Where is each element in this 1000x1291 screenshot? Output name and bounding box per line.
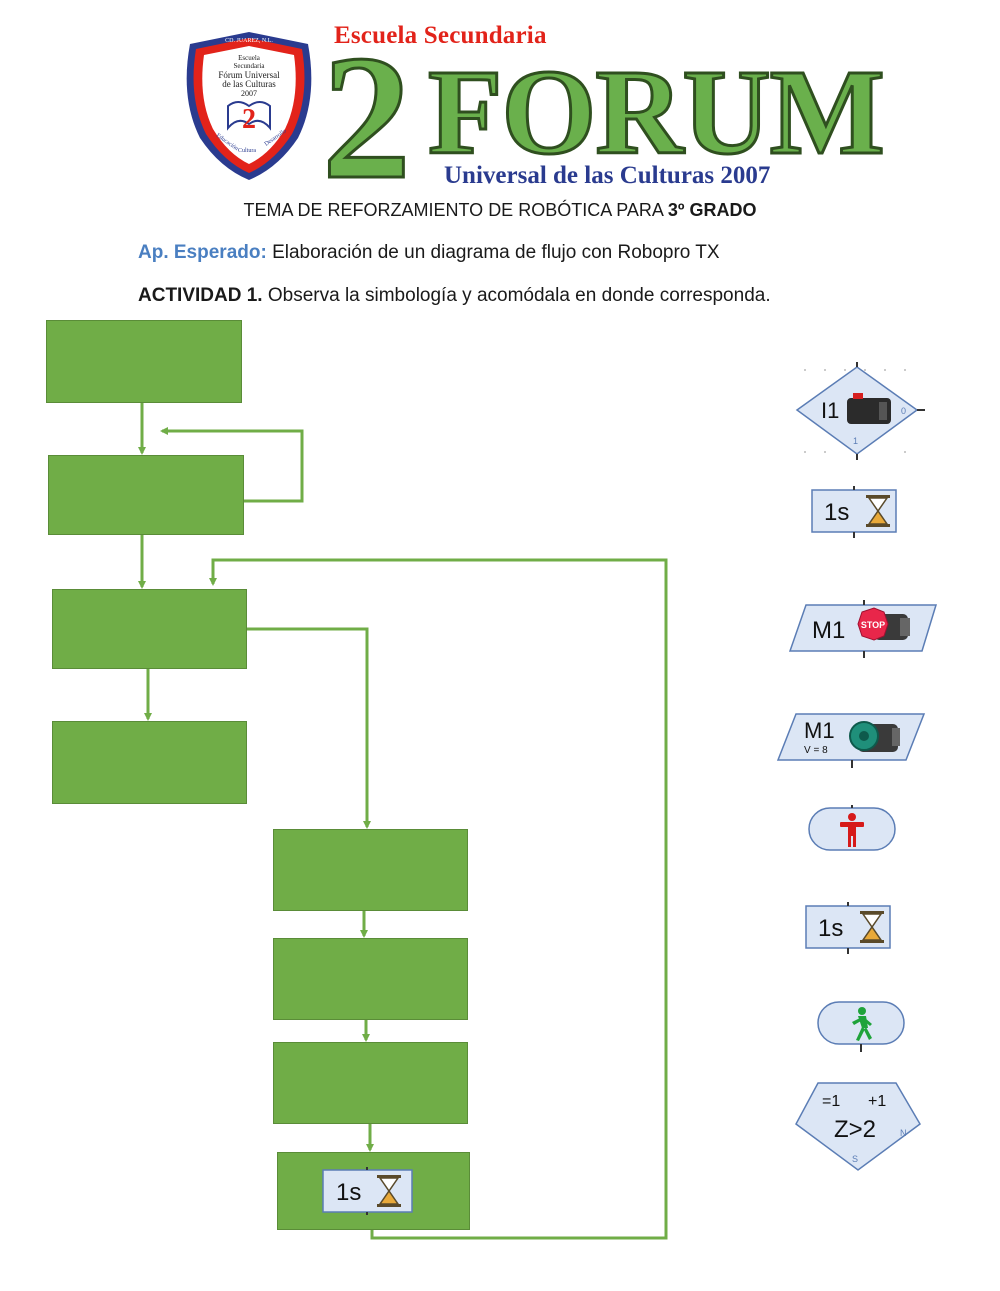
svg-text:0: 0 — [901, 406, 906, 416]
motor-icon — [849, 721, 900, 752]
school-name-bottom: Universal de las Culturas 2007 — [444, 162, 771, 189]
flowchart-box-5[interactable] — [273, 829, 468, 911]
symbol-counter-loop[interactable]: =1 +1 Z>2 N S — [792, 1080, 924, 1174]
svg-text:V = 8: V = 8 — [804, 745, 828, 756]
topic-heading: TEMA DE REFORZAMIENTO DE ROBÓTICA PARA 3… — [0, 200, 1000, 221]
svg-text:2: 2 — [242, 104, 256, 135]
svg-text:M1: M1 — [804, 718, 835, 743]
topic-grade: 3º GRADO — [667, 200, 757, 220]
logo-word: FORUM — [427, 45, 887, 180]
svg-text:CD. JUAREZ, N.L.: CD. JUAREZ, N.L. — [225, 38, 273, 44]
green-walking-man-icon — [852, 1007, 872, 1041]
svg-text:STOP: STOP — [861, 620, 885, 630]
expected-label: Ap. Esperado: — [138, 242, 267, 263]
flowchart-box-3[interactable] — [52, 589, 247, 669]
svg-text:1: 1 — [853, 436, 858, 446]
school-name-top: Escuela Secundaria — [334, 22, 547, 49]
symbol-input-branch[interactable]: I1 0 1 — [795, 362, 930, 462]
svg-text:2007: 2007 — [241, 89, 257, 98]
wait-block: 1s — [322, 1167, 413, 1215]
flowchart-box-6[interactable] — [273, 938, 468, 1020]
loop-arrow-box2 — [160, 427, 304, 503]
symbol-motor-run[interactable]: M1 V = 8 — [776, 710, 928, 770]
svg-text:1s: 1s — [818, 915, 843, 942]
symbol-wait-2[interactable]: 1s — [804, 902, 894, 954]
svg-text:Secundaria: Secundaria — [233, 62, 265, 70]
arrow-box3-box5 — [247, 627, 371, 829]
svg-text:de las Culturas: de las Culturas — [222, 79, 276, 89]
topic-text: TEMA DE REFORZAMIENTO DE ROBÓTICA PARA — [243, 200, 668, 220]
svg-text:1s: 1s — [824, 499, 849, 526]
red-stickman-icon — [840, 813, 864, 847]
flowchart-box-7[interactable] — [273, 1042, 468, 1124]
svg-text:=1: =1 — [822, 1093, 840, 1110]
logo-numeral: 2 — [321, 18, 413, 216]
activity-instruction: ACTIVIDAD 1. Observa la simbología y aco… — [138, 285, 771, 307]
symbol-wait-1[interactable]: 1s — [810, 486, 900, 538]
stop-sign-icon: STOP — [857, 607, 889, 641]
svg-text:Escuela: Escuela — [238, 54, 261, 62]
activity-label: ACTIVIDAD 1. — [138, 285, 263, 306]
svg-text:Cultura: Cultura — [238, 148, 256, 154]
flowchart-box-1[interactable] — [46, 320, 242, 403]
hourglass-icon — [377, 1175, 401, 1207]
svg-text:S: S — [852, 1154, 858, 1164]
flowchart-box-2[interactable] — [48, 455, 244, 535]
return-loop-arrow — [209, 558, 668, 1240]
flowchart-box-8[interactable]: 1s — [277, 1152, 470, 1230]
hourglass-icon — [860, 911, 884, 943]
svg-text:N: N — [900, 1128, 907, 1138]
symbol-start-program[interactable] — [816, 1000, 906, 1052]
svg-text:1s: 1s — [336, 1179, 361, 1206]
svg-text:M1: M1 — [812, 617, 845, 644]
expected-learning: Ap. Esperado: Elaboración de un diagrama… — [138, 242, 720, 264]
svg-text:Z>2: Z>2 — [834, 1116, 876, 1143]
svg-text:+1: +1 — [868, 1093, 886, 1110]
flowchart-box-4[interactable] — [52, 721, 247, 804]
activity-text: Observa la simbología y acomódala en don… — [262, 285, 771, 306]
hourglass-icon — [866, 495, 890, 527]
svg-text:I1: I1 — [821, 398, 839, 423]
svg-text:Fórum Universal: Fórum Universal — [218, 70, 280, 80]
expected-text: Elaboración de un diagrama de flujo con … — [266, 242, 720, 263]
symbol-motor-stop[interactable]: M1 STOP — [788, 600, 940, 658]
school-crest-logo: CD. JUAREZ, N.L. Escuela Secundaria Fóru… — [186, 32, 312, 180]
symbol-stop-program[interactable] — [807, 805, 897, 853]
button-sensor-icon — [847, 393, 891, 424]
